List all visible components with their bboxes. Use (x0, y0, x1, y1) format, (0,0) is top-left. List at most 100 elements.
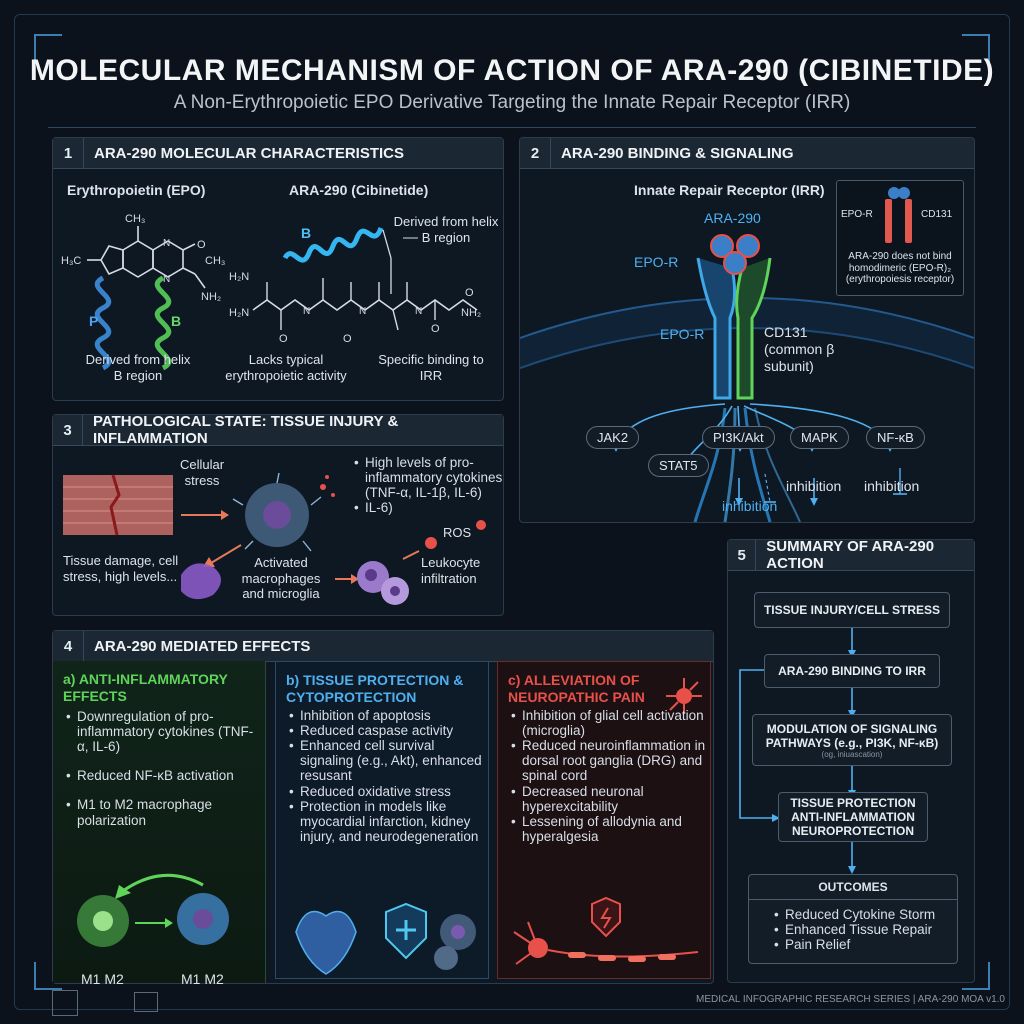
panel-summary: 5 SUMMARY OF ARA-290 ACTION TISSUE INJUR… (727, 538, 975, 983)
panel-title: ARA-290 BINDING & SIGNALING (561, 144, 794, 162)
cd131-chain (735, 257, 772, 400)
footer-logo-icon (52, 990, 78, 1016)
svg-text:N: N (303, 306, 310, 317)
pathway-pi3k-akt: PI3K/Akt (702, 426, 775, 449)
panel-title: ARA-290 MEDIATED EFFECTS (94, 637, 311, 655)
effect-c-item: Reduced neuroinflammation in dorsal root… (511, 738, 706, 783)
macrophage-polarization-icon (77, 873, 229, 947)
chem-h2n: H₂N (229, 271, 249, 283)
panel-number: 3 (53, 415, 83, 445)
inflammation-illustration (63, 472, 486, 605)
tissue-block (63, 475, 173, 535)
summary-step-3-sub: (og, iniuascation) (821, 749, 883, 759)
inhibition-label-1: inhibition (722, 498, 778, 514)
effect-c-item: Lessening of allodynia and hyperalgesia (511, 814, 706, 844)
panel-mediated-effects: 4 ARA-290 MEDIATED EFFECTS a) ANTI-INFLA… (52, 630, 714, 987)
chem-h3c: H₃C (61, 255, 81, 267)
summary-step-3-text: MODULATION OF SIGNALING PATHWAYS (e.g., … (765, 721, 939, 750)
outcome-item: Reduced Cytokine Storm (774, 907, 953, 922)
panel-molecular-characteristics: 1 ARA-290 MOLECULAR CHARACTERISTICS Eryt… (52, 137, 504, 401)
inhibition-label-3: inhibition (864, 478, 920, 494)
svg-text:O: O (343, 333, 352, 345)
chem-ch3b: CH₃ (205, 255, 225, 267)
derived-note-left: Derived from helix B region (85, 352, 191, 383)
effect-b-item: Reduced oxidative stress (289, 784, 484, 799)
svg-text:O: O (279, 333, 288, 345)
cytokine-list: High levels of pro-inflammatory cytokine… (353, 455, 503, 516)
specific-binding-note: Specific binding to IRR (378, 352, 484, 383)
inset-cd131-label: CD131 (921, 209, 953, 220)
svg-text:O: O (465, 287, 474, 299)
panel-number: 5 (728, 540, 757, 570)
summary-step-3: MODULATION OF SIGNALING PATHWAYS (e.g., … (752, 714, 952, 766)
panel-number: 4 (53, 631, 84, 661)
helix-b-label: B (171, 313, 181, 329)
epo-label: Erythropoietin (EPO) (67, 182, 206, 198)
m1m2-label-left: M1 M2 (81, 971, 124, 987)
pathway-stat5: STAT5 (648, 454, 709, 477)
outcomes-list: Reduced Cytokine Storm Enhanced Tissue R… (773, 907, 953, 952)
svg-text:O: O (431, 323, 440, 335)
effect-a-title: a) ANTI-INFLAMMATORY EFFECTS (63, 671, 228, 704)
svg-text:O: O (197, 239, 206, 251)
tissue-damage-label: Tissue damage, cell stress, high levels.… (63, 553, 179, 584)
frame-corner (962, 962, 990, 990)
microglia-icon (666, 678, 702, 714)
effect-anti-inflammatory: a) ANTI-INFLAMMATORY EFFECTS Downregulat… (53, 661, 266, 987)
page-title: MOLECULAR MECHANISM OF ACTION OF ARA-290… (29, 54, 995, 87)
frame-corner (34, 962, 62, 990)
epo-r-label-top: EPO-R (634, 254, 679, 270)
svg-text:N: N (163, 274, 170, 285)
lacks-activity-note: Lacks typical erythropoietic activity (225, 352, 347, 383)
ara290-helix (282, 226, 384, 263)
page-subtitle: A Non-Erythropoietic EPO Derivative Targ… (173, 92, 851, 113)
footer-qr-icon (134, 992, 158, 1012)
effect-neuropathic-pain: c) ALLEVIATION OF NEUROPATHIC PAIN Inhib… (497, 661, 711, 979)
leukocyte-label: Leukocyte infiltration (421, 555, 481, 586)
outcome-item: Pain Relief (774, 937, 953, 952)
panel-number: 1 (53, 138, 84, 168)
inset-note: ARA-290 does not bind homodimeric (EPO-R… (845, 251, 955, 285)
effect-b-item: Reduced caspase activity (289, 723, 484, 738)
cd131-label: CD131 (common β subunit) (764, 324, 835, 374)
panel-title: PATHOLOGICAL STATE: TISSUE INJURY & INFL… (93, 413, 399, 447)
irr-label: Innate Repair Receptor (IRR) (634, 182, 825, 198)
homodimer-receptor-icon (885, 187, 912, 243)
epo-r-label-bottom: EPO-R (660, 326, 705, 342)
pathway-mapk: MAPK (790, 426, 849, 449)
homodimer-inset: EPO-R CD131 ARA-290 does not bind homodi… (836, 180, 964, 296)
effect-b-list: Inhibition of apoptosis Reduced caspase … (288, 708, 484, 844)
molecule-structures: CH₃ H₃C O CH₃ NH₂ N N P B B H₂N H₂N O O … (61, 213, 481, 371)
effect-c-list: Inhibition of glial cell activation (mic… (510, 708, 706, 844)
effect-a-item: M1 to M2 macrophage polarization (66, 797, 259, 827)
helix-b2-label: B (301, 225, 311, 241)
effect-a-list: Downregulation of pro-inflammatory cytok… (65, 709, 259, 828)
effect-c-item: Inhibition of glial cell activation (mic… (511, 708, 706, 738)
chem-nh2b: NH₂ (461, 307, 481, 319)
title-divider (48, 127, 976, 128)
svg-text:N: N (359, 306, 366, 317)
derived-note-top: Derived from helix B region (393, 214, 499, 245)
summary-step-4: TISSUE PROTECTION ANTI-INFLAMMATION NEUR… (778, 792, 928, 842)
ara290-ligand-label: ARA-290 (704, 210, 761, 226)
ara290-label: ARA-290 (Cibinetide) (289, 182, 429, 198)
chem-ch3: CH₃ (125, 213, 145, 225)
frame-corner (962, 34, 990, 62)
inhibition-label-2: inhibition (786, 478, 842, 494)
summary-step-2: ARA-290 BINDING TO IRR (764, 654, 940, 688)
panel-header: 4 ARA-290 MEDIATED EFFECTS (53, 631, 713, 662)
effect-c-title: c) ALLEVIATION OF NEUROPATHIC PAIN (508, 672, 645, 705)
panel-header: 2 ARA-290 BINDING & SIGNALING (520, 138, 974, 169)
helix-p-label: P (89, 313, 98, 329)
heart-icon (295, 910, 357, 975)
chem-h2n2: H₂N (229, 307, 249, 319)
effect-a-item: Downregulation of pro-inflammatory cytok… (66, 709, 259, 754)
effect-tissue-protection: b) TISSUE PROTECTION & CYTOPROTECTION In… (275, 661, 489, 979)
effect-b-title: b) TISSUE PROTECTION & CYTOPROTECTION (286, 672, 464, 705)
effect-b-item: Protection in models like myocardial inf… (289, 799, 484, 844)
footer-series: MEDICAL INFOGRAPHIC RESEARCH SERIES | AR… (696, 994, 1005, 1005)
panel-number: 2 (520, 138, 551, 168)
frame-corner (34, 34, 62, 62)
pathway-jak2: JAK2 (586, 426, 640, 449)
protection-icons (295, 902, 476, 975)
